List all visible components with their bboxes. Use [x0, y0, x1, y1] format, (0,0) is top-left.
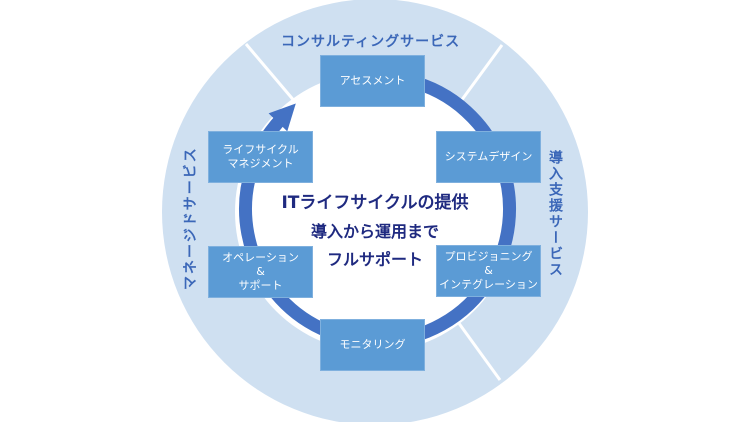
center-subtitle: 導入から運用まで — [310, 222, 439, 241]
cycle-arrow-icon — [239, 70, 517, 348]
segment-divider — [459, 44, 504, 102]
step-system-design: システムデザイン — [436, 131, 541, 183]
segment-label-implementation: 導入支援サービス — [547, 150, 563, 278]
step-label: オペレーション — [222, 251, 299, 264]
segment-label-managed: マネージドサービス — [183, 146, 199, 290]
step-label: プロビジョニング — [444, 250, 533, 263]
step-label: マネジメント — [227, 157, 294, 170]
step-label: サポート — [238, 279, 283, 292]
step-provisioning-integration: プロビジョニング & インテグレーション — [436, 245, 541, 297]
segment-divider — [244, 43, 298, 104]
step-label: & — [256, 265, 265, 278]
step-label: アセスメント — [339, 74, 406, 87]
center-title: ITライフサイクルの提供 — [281, 193, 469, 213]
segment-divider — [456, 321, 502, 381]
step-assessment: アセスメント — [320, 55, 425, 107]
segment-label-consulting: コンサルティングサービス — [281, 34, 461, 50]
step-label: モニタリング — [339, 338, 406, 351]
step-monitoring: モニタリング — [320, 319, 425, 371]
center-tagline: フルサポート — [326, 250, 423, 269]
step-label: & — [484, 264, 493, 277]
step-label: システムデザイン — [444, 150, 533, 163]
step-lifecycle-management: ライフサイクル マネジメント — [208, 131, 313, 183]
step-label: ライフサイクル — [222, 143, 299, 156]
step-label: インテグレーション — [439, 278, 538, 291]
step-operation-support: オペレーション & サポート — [208, 246, 313, 298]
